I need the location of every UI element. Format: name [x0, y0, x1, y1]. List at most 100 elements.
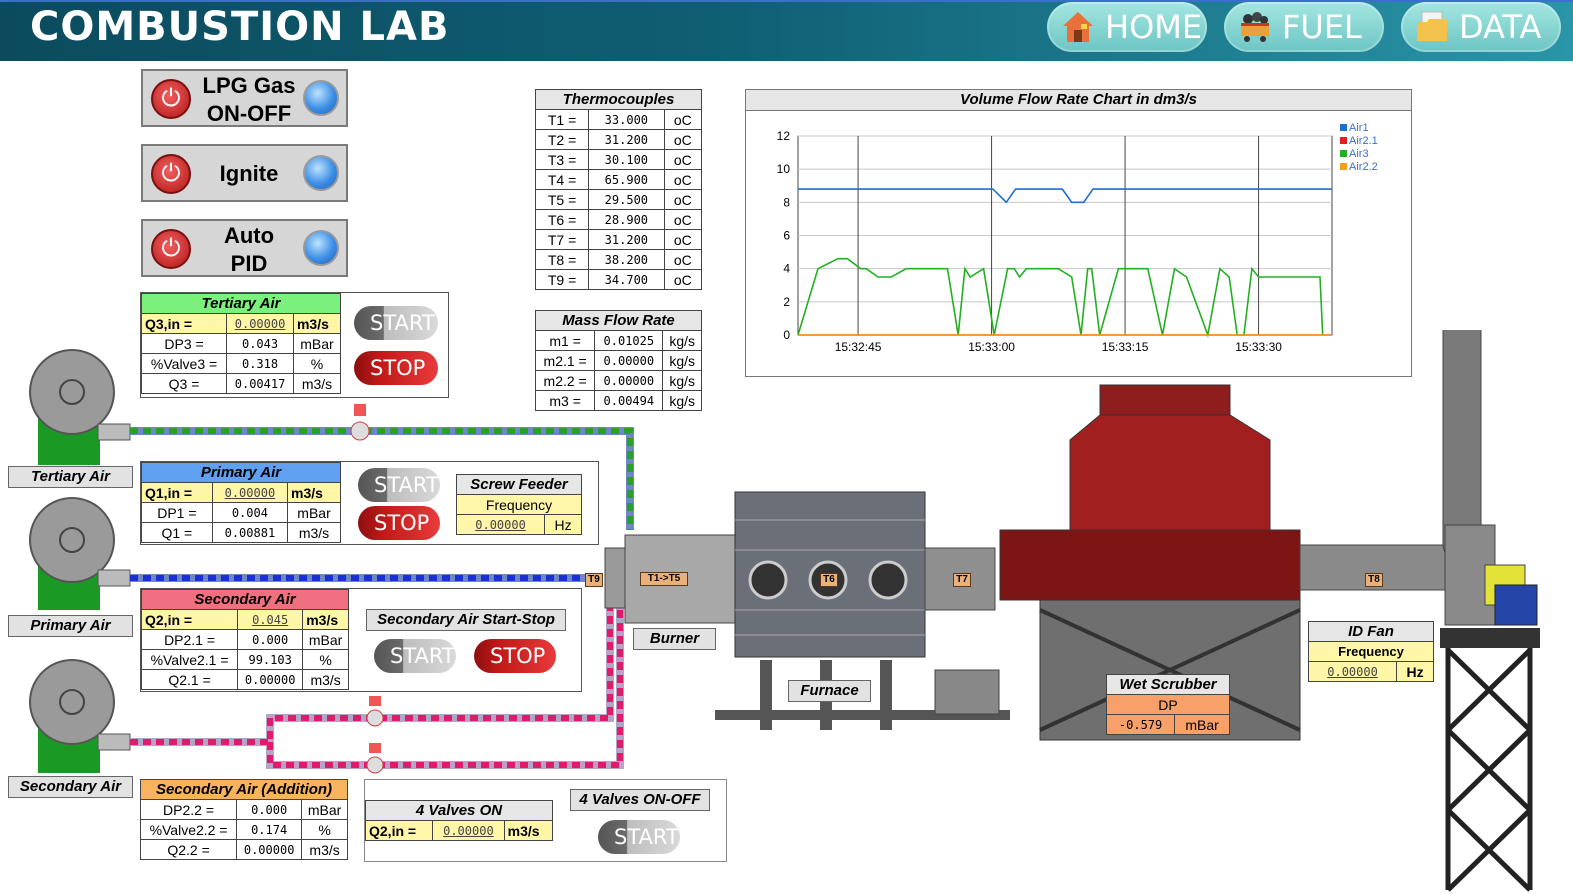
valve22-label: %Valve2.2 =	[139, 819, 238, 840]
mass-flow-label: m3 =	[534, 390, 596, 411]
data-button[interactable]: DATA	[1401, 2, 1561, 52]
home-button[interactable]: HOME	[1047, 2, 1207, 52]
id-fan-value[interactable]: 0.00000	[1307, 661, 1398, 682]
screw-feeder-value[interactable]: 0.00000	[455, 514, 546, 535]
q21-unit: m3/s	[302, 669, 349, 690]
thermocouple-value: 28.900	[588, 209, 665, 230]
four-valves-start-button[interactable]: START	[598, 820, 680, 854]
thermocouple-unit: oC	[663, 149, 703, 170]
sensor-tag-t9: T9	[585, 573, 603, 587]
secondary-stop-button[interactable]: STOP	[474, 639, 556, 673]
thermocouple-unit: oC	[663, 229, 703, 250]
mass-flow-value: 0.00000	[594, 370, 664, 391]
tertiary-stop-button[interactable]: STOP	[354, 351, 438, 385]
ignite-control[interactable]: ⏻ Ignite	[141, 144, 348, 202]
primary-blower	[29, 497, 131, 610]
secondary-start-button[interactable]: START	[374, 639, 456, 673]
tertiary-blower	[29, 349, 131, 465]
dp3-unit: mBar	[292, 333, 342, 354]
power-icon[interactable]: ⏻	[151, 154, 191, 194]
x-tick-label: 15:33:00	[968, 340, 1015, 354]
valve3-label: %Valve3 =	[140, 353, 228, 374]
thermocouple-label: T8 =	[534, 249, 590, 270]
fuel-button[interactable]: FUEL	[1224, 2, 1384, 52]
four-valves-onoff-title: 4 Valves ON-OFF	[570, 789, 710, 811]
tertiary-start-button[interactable]: START	[354, 306, 438, 340]
wet-scrubber-body	[999, 384, 1301, 741]
primary-title: Primary Air	[141, 462, 341, 483]
thermocouple-label: T7 =	[534, 229, 590, 250]
data-label: DATA	[1459, 8, 1542, 46]
folder-icon	[1415, 10, 1449, 44]
thermocouple-label: T5 =	[534, 189, 590, 210]
valve22-unit: %	[301, 819, 348, 840]
primary-stop-button[interactable]: STOP	[358, 506, 440, 540]
lpg-label-line2: ON-OFF	[206, 101, 292, 126]
thermocouple-value: 33.000	[588, 109, 665, 130]
thermocouple-value: 29.500	[588, 189, 665, 210]
q22-value: 0.00000	[236, 839, 303, 860]
wet-scrubber-sub: DP	[1106, 694, 1230, 715]
screw-feeder-unit: Hz	[544, 514, 582, 535]
wet-scrubber-value: -0.579	[1105, 714, 1176, 735]
auto-pid-control[interactable]: ⏻ Auto PID	[141, 219, 348, 277]
power-icon[interactable]: ⏻	[151, 229, 191, 269]
four-valves-q-value[interactable]: 0.00000	[432, 820, 505, 841]
mass-flow-title: Mass Flow Rate	[535, 310, 702, 331]
thermocouple-label: T3 =	[534, 149, 590, 170]
furnace-label: Furnace	[788, 680, 871, 702]
lpg-gas-control[interactable]: ⏻ LPG Gas ON-OFF	[141, 69, 348, 127]
burner-label: Burner	[633, 628, 716, 650]
primary-start-button[interactable]: START	[358, 468, 440, 502]
q2in-value[interactable]: 0.045	[237, 609, 304, 630]
mass-flow-label: m1 =	[534, 330, 596, 351]
thermocouple-value: 31.200	[588, 229, 665, 250]
sensor-tag-t8: T8	[1365, 573, 1383, 587]
q3-label: Q3 =	[140, 373, 228, 394]
x-tick-label: 15:32:45	[835, 340, 882, 354]
valve22-value: 0.174	[236, 819, 303, 840]
thermocouple-label: T2 =	[534, 129, 590, 150]
q3in-unit: m3/s	[292, 313, 342, 334]
lpg-status-led	[303, 80, 339, 116]
power-icon[interactable]: ⏻	[151, 79, 191, 119]
dp3-label: DP3 =	[140, 333, 228, 354]
dp1-value: 0.004	[211, 502, 289, 523]
ignite-label: Ignite	[219, 161, 279, 186]
q3in-value[interactable]: 0.00000	[226, 313, 294, 334]
lpg-label-line1: LPG Gas	[202, 73, 296, 98]
mass-flow-value: 0.00000	[594, 350, 664, 371]
thermocouple-unit: oC	[663, 269, 703, 290]
mass-flow-value: 0.00494	[594, 390, 664, 411]
id-fan-unit: Hz	[1396, 661, 1434, 682]
y-tick-label: 6	[783, 229, 790, 243]
series-line-air1	[798, 188, 1332, 204]
thermocouple-unit: oC	[663, 189, 703, 210]
legend-label: Air2.1	[1349, 135, 1378, 147]
legend-label: Air1	[1349, 122, 1369, 134]
q1in-value[interactable]: 0.00000	[211, 482, 289, 503]
valve21-value: 99.103	[237, 649, 304, 670]
q21-value: 0.00000	[237, 669, 304, 690]
sensor-tag-t7: T7	[953, 573, 971, 587]
four-valves-q-unit: m3/s	[503, 820, 554, 841]
dp21-label: DP2.1 =	[140, 629, 239, 650]
tertiary-valve	[350, 404, 370, 441]
q22-label: Q2.2 =	[139, 839, 238, 860]
four-valves-q-label: Q2,in =	[364, 820, 434, 841]
mass-flow-unit: kg/s	[662, 330, 702, 351]
sensor-tag-t1-t5: T1->T5	[640, 572, 688, 586]
thermocouple-unit: oC	[663, 109, 703, 130]
dp3-value: 0.043	[226, 333, 294, 354]
